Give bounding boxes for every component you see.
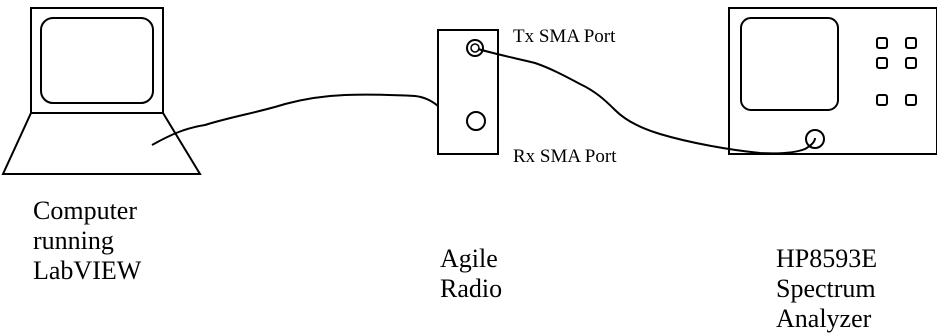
computer-label: Computer running LabVIEW <box>33 196 141 286</box>
monitor-screen <box>40 17 154 104</box>
analyzer-button <box>905 94 917 106</box>
analyzer-chassis <box>728 7 937 155</box>
tx-sma-port <box>466 39 484 57</box>
analyzer-label-line: Spectrum <box>776 274 876 303</box>
computer-label-line: LabVIEW <box>33 256 142 285</box>
computer-base <box>1 112 202 175</box>
radio-label-line: Agile <box>440 244 498 273</box>
cable-computer-to-radio <box>151 93 439 146</box>
test-setup-diagram <box>1 7 937 175</box>
tx-sma-port-inner <box>470 43 480 53</box>
analyzer-label-line: Analyzer <box>776 304 872 333</box>
radio-label-line: Radio <box>440 274 503 303</box>
spectrum-analyzer <box>728 7 937 155</box>
analyzer-input-connector <box>805 129 825 149</box>
analyzer-button <box>905 57 917 69</box>
analyzer-button <box>876 57 888 69</box>
computer-icon <box>1 7 202 175</box>
tx-port-label: Tx SMA Port <box>513 26 616 47</box>
radio-label: Agile Radio <box>440 244 502 304</box>
monitor-frame <box>30 7 164 114</box>
analyzer-button <box>905 37 917 49</box>
rx-sma-port <box>466 111 486 131</box>
cable-tx-to-analyzer <box>477 48 816 155</box>
analyzer-screen <box>740 17 839 111</box>
agile-radio-box <box>437 29 499 155</box>
radio-enclosure <box>437 29 499 155</box>
analyzer-button <box>876 94 888 106</box>
analyzer-label: HP8593E Spectrum Analyzer <box>776 244 877 334</box>
analyzer-label-line: HP8593E <box>776 244 878 273</box>
computer-label-line: running <box>33 226 114 255</box>
analyzer-button <box>876 37 888 49</box>
computer-label-line: Computer <box>33 196 137 225</box>
rx-port-label: Rx SMA Port <box>513 146 617 167</box>
